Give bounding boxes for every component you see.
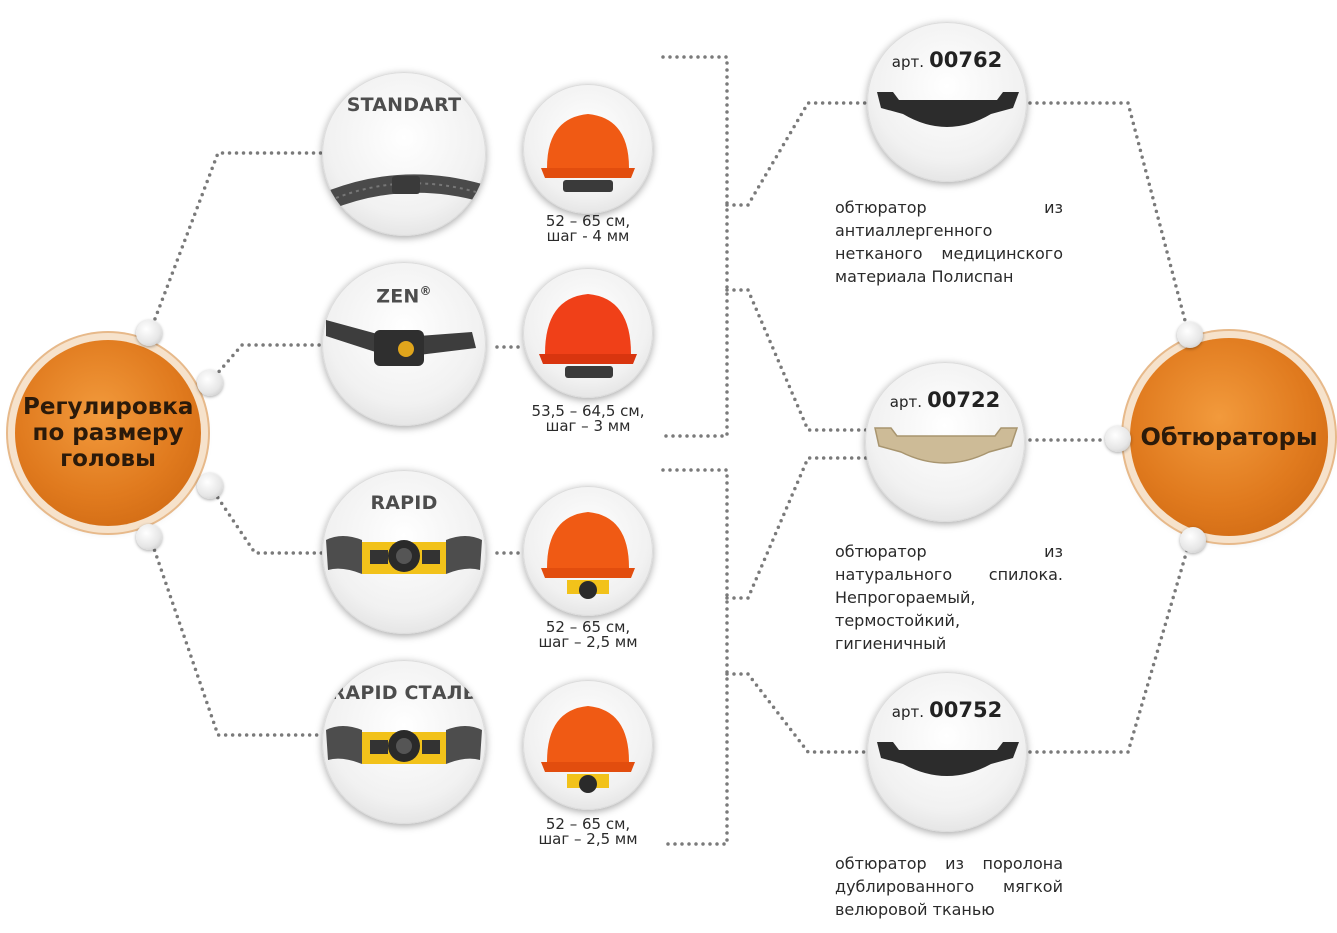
connector-knob <box>1180 527 1206 553</box>
size-adjustment-hub: Регулировка по размеру головы <box>15 340 201 526</box>
obturator-00722-description: обтюратор из натурального спилока. Непро… <box>835 542 1063 653</box>
obturator-00752-description: обтюратор из поролона дублированного мяг… <box>835 854 1063 919</box>
article-prefix: арт. <box>891 53 925 71</box>
article-prefix: арт. <box>889 393 923 411</box>
helmet-zen-disc <box>523 268 653 398</box>
band-name: STANDART <box>346 94 462 116</box>
headband-image <box>326 726 482 764</box>
obturator-00762-description: обтюратор из антиаллергенного нетканого … <box>835 198 1063 286</box>
article-number: 00752 <box>929 698 1003 722</box>
obturators-title: Обтюраторы <box>1140 423 1318 451</box>
helmet-image <box>539 294 637 378</box>
standart-size-caption: 52 – 65 см, шаг - 4 мм <box>545 212 631 245</box>
band-name: RAPID СТАЛЬ <box>330 682 478 704</box>
rapid-size-caption: 52 – 65 см, шаг – 2,5 мм <box>538 618 638 651</box>
rapid-steel-size-caption: 52 – 65 см, шаг – 2,5 мм <box>538 815 638 848</box>
band-zen-disc: ZEN® <box>322 262 486 426</box>
headband-image <box>326 320 476 366</box>
band-rapid-disc: RAPID <box>322 470 486 634</box>
helmet-rapid-disc <box>523 486 653 616</box>
article-number: 00722 <box>927 388 1001 412</box>
obturator-00762-disc: арт. 00762 <box>867 22 1027 182</box>
obturator-image <box>877 742 1019 776</box>
zen-size-caption: 53,5 – 64,5 см, шаг – 3 мм <box>531 402 645 435</box>
helmet-image <box>541 114 635 192</box>
registered-mark: ® <box>419 284 432 298</box>
connector-knob <box>197 370 223 396</box>
connector-knob <box>197 473 223 499</box>
band-standart-disc: STANDART <box>322 72 486 236</box>
obturator-00752-disc: арт. 00752 <box>867 672 1027 832</box>
band-name: RAPID <box>370 492 438 514</box>
connector-knob <box>1105 426 1131 452</box>
connector-knob <box>136 524 162 550</box>
size-adjustment-title: Регулировка по размеру головы <box>23 394 194 472</box>
article-prefix: арт. <box>891 703 925 721</box>
helmet-rapid-steel-disc <box>523 680 653 810</box>
connector-knob <box>136 320 162 346</box>
headband-image <box>330 174 482 210</box>
headband-image <box>326 536 482 574</box>
obturator-image <box>877 92 1019 127</box>
article-number: 00762 <box>929 48 1003 72</box>
band-name: ZEN <box>376 285 420 308</box>
helmet-standart-disc <box>523 84 653 214</box>
band-rapid-steel-disc: RAPID СТАЛЬ <box>322 660 486 824</box>
helmet-image <box>541 512 635 599</box>
helmet-image <box>541 706 635 793</box>
obturators-hub: Обтюраторы <box>1130 338 1328 536</box>
obturator-00722-disc: арт. 00722 <box>865 362 1025 522</box>
connector-knob <box>1177 322 1203 348</box>
obturator-image <box>874 427 1019 464</box>
